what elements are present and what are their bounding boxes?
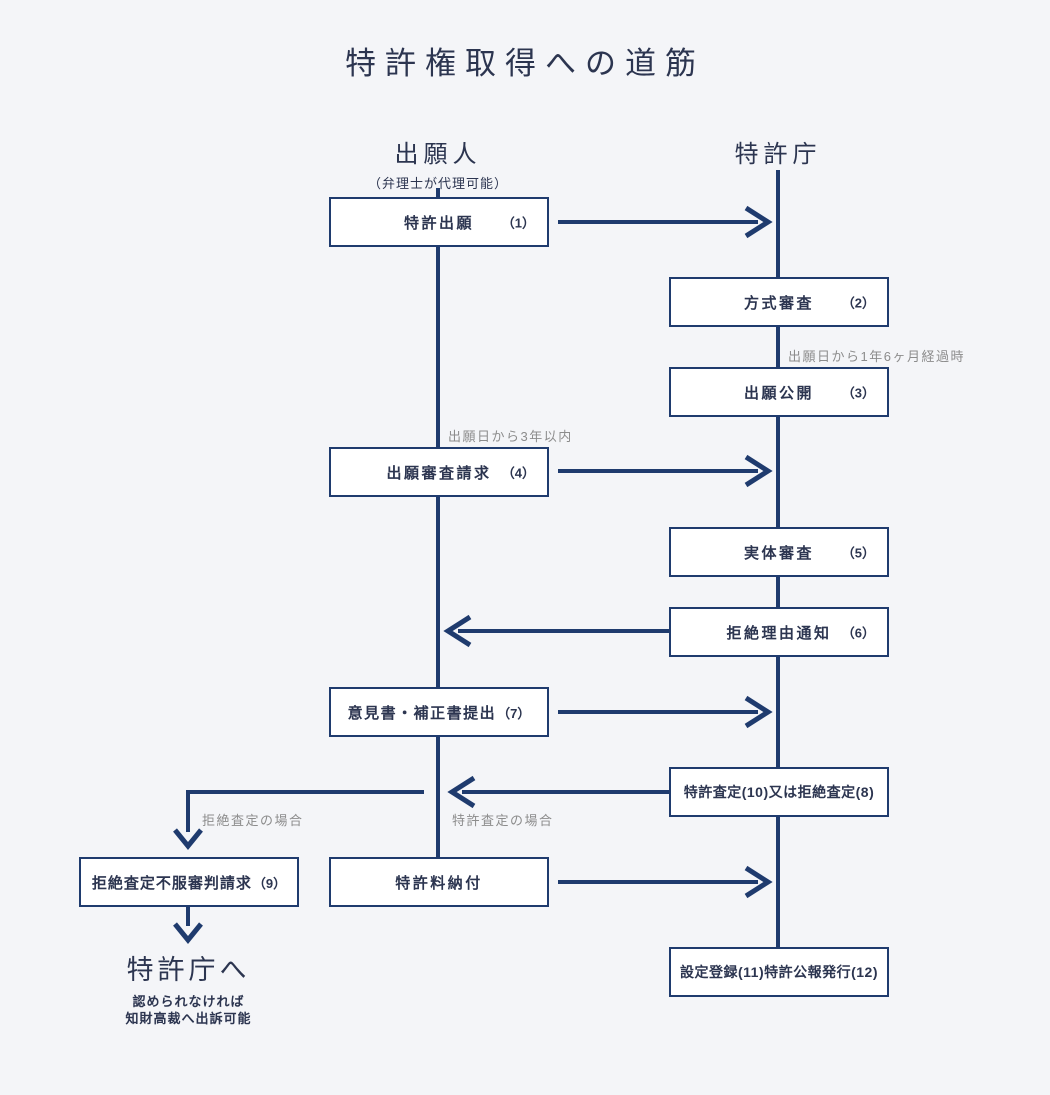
box-application-publication: 出願公開 （3） — [669, 367, 889, 417]
arrow-exam-request-right — [558, 454, 773, 488]
column-header-applicant: 出願人 （弁理士が代理可能） — [328, 134, 548, 192]
arrow-rejection-notice-left — [443, 614, 669, 648]
box-step-number: （7） — [497, 705, 531, 721]
annotation-grant-case: 特許査定の場合 — [452, 813, 554, 828]
applicant-subtitle: （弁理士が代理可能） — [367, 176, 508, 191]
footer-title: 特許庁へ — [126, 955, 251, 985]
footer-appeal-destination: 特許庁へ 認められなければ 知財高裁へ出訴可能 — [86, 948, 291, 1027]
arrow-application-right — [558, 205, 773, 239]
office-title: 特許庁 — [734, 141, 822, 168]
box-label: 実体審査 — [743, 544, 814, 562]
box-step-number: （3） — [841, 385, 875, 401]
box-step-number: （4） — [501, 465, 535, 481]
arrow-appeal-down — [173, 907, 203, 944]
box-label: 特許査定(10)又は拒絶査定(8) — [683, 784, 875, 800]
box-label: 特許出願 — [403, 214, 474, 232]
box-step-number: （9） — [252, 875, 287, 891]
box-step-number: （6） — [841, 625, 875, 641]
column-header-patent-office: 特許庁 — [668, 134, 888, 169]
box-registration-and-gazette: 設定登録(11)特許公報発行(12) — [669, 947, 889, 997]
box-grant-or-rejection-decision: 特許査定(10)又は拒絶査定(8) — [669, 767, 889, 817]
box-step-number: （2） — [841, 295, 875, 311]
box-appeal-against-rejection: 拒絶査定不服審判請求 （9） — [79, 857, 299, 907]
arrow-rejection-branch-down — [173, 790, 424, 850]
box-label: 特許料納付 — [395, 874, 483, 892]
box-step-number: （1） — [501, 215, 535, 231]
box-label: 拒絶査定不服審判請求 — [91, 874, 252, 892]
box-examination-request: 出願審査請求 （4） — [329, 447, 549, 497]
box-label: 意見書・補正書提出 — [347, 704, 497, 722]
box-label: 設定登録(11)特許公報発行(12) — [679, 964, 879, 980]
box-patent-fee-payment: 特許料納付 — [329, 857, 549, 907]
page-title: 特許権取得への道筋 — [345, 46, 705, 81]
footer-note: 認められなければ 知財高裁へ出訴可能 — [86, 993, 291, 1027]
box-label: 出願審査請求 — [386, 464, 492, 482]
arrow-amendment-right — [558, 695, 773, 729]
applicant-title: 出願人 — [394, 141, 482, 168]
box-rejection-reason-notice: 拒絶理由通知 （6） — [669, 607, 889, 657]
box-label: 出願公開 — [743, 384, 814, 402]
arrow-decision-left — [447, 775, 669, 809]
box-step-number: （5） — [841, 545, 875, 561]
box-opinion-amendment-submission: 意見書・補正書提出 （7） — [329, 687, 549, 737]
box-label: 方式審査 — [743, 294, 814, 312]
annotation-rejection-case: 拒絶査定の場合 — [202, 813, 304, 828]
arrow-fee-payment-right — [558, 865, 773, 899]
box-substantive-examination: 実体審査 （5） — [669, 527, 889, 577]
footer-note-line1: 認められなければ — [132, 994, 245, 1009]
footer-note-line2: 知財高裁へ出訴可能 — [125, 1011, 252, 1026]
annotation-request-deadline: 出願日から3年以内 — [448, 429, 573, 444]
box-label: 拒絶理由通知 — [726, 624, 832, 642]
annotation-publication-timing: 出願日から1年6ヶ月経過時 — [788, 349, 965, 364]
box-patent-application: 特許出願 （1） — [329, 197, 549, 247]
box-formality-examination: 方式審査 （2） — [669, 277, 889, 327]
